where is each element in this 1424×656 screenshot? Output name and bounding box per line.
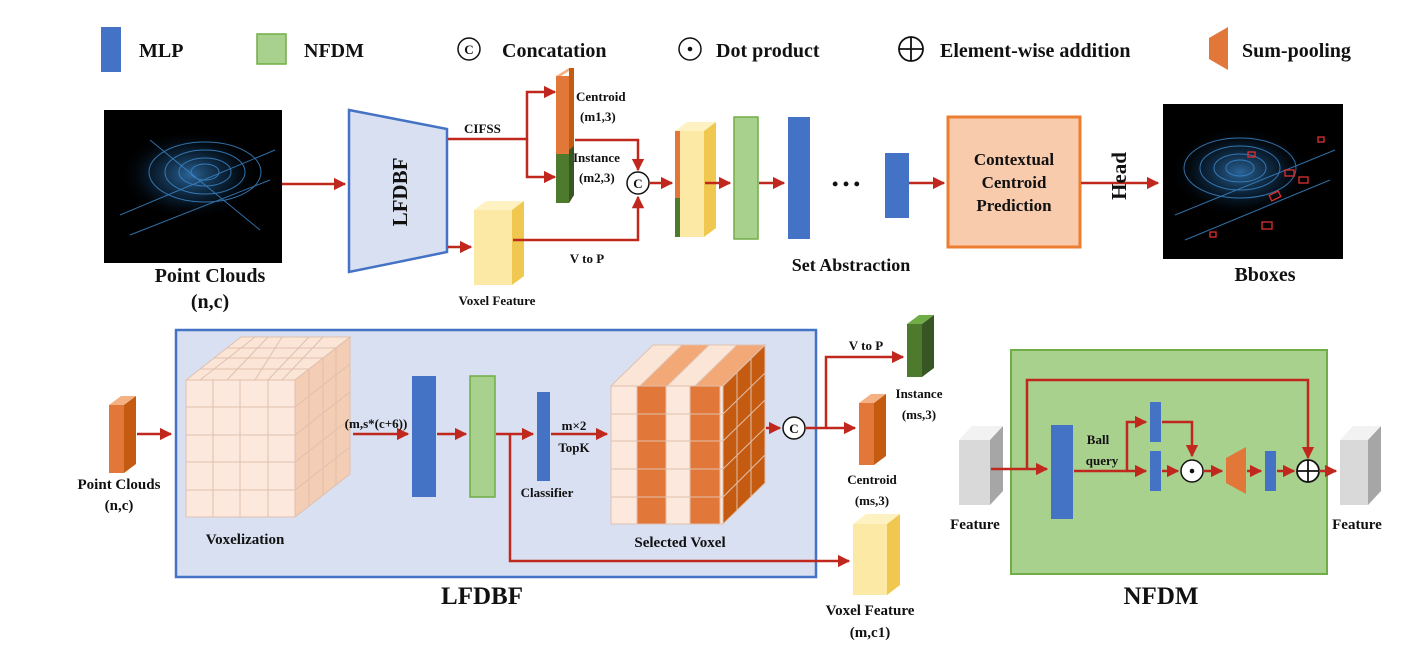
- nfdm-input-feature: [959, 426, 1003, 505]
- lfdbf-v-to-p-label: V to P: [849, 338, 883, 353]
- lfdbf-block: [347, 108, 449, 274]
- voxelization-label: Voxelization: [206, 532, 285, 548]
- nfdm-detail: NFDM Feature Ball query: [950, 349, 1382, 610]
- legend-sum-label: Sum-pooling: [1242, 40, 1351, 62]
- nfdm-output-feature: [1340, 426, 1381, 505]
- ball-query-line-2: query: [1086, 453, 1119, 468]
- legend-mlp-swatch: [101, 27, 121, 72]
- top-instance-label: Instance: [573, 150, 620, 165]
- point-cloud-image: [104, 110, 282, 263]
- top-voxel-feature-label: Voxel Feature: [459, 293, 536, 308]
- set-abstraction-label: Set Abstraction: [792, 255, 911, 275]
- ccp-line-1: Contextual: [974, 150, 1055, 169]
- top-centroid-label: Centroid: [576, 89, 626, 104]
- cifss-label: CIFSS: [464, 121, 501, 136]
- classifier-label: Classifier: [521, 485, 574, 500]
- legend-nfdm-swatch: [256, 33, 287, 65]
- lfdbf-instance-bar: [907, 315, 934, 377]
- top-centroid-dims: (m1,3): [580, 109, 616, 124]
- nfdm-mlp-4: [1265, 451, 1276, 491]
- ccp-line-3: Prediction: [976, 196, 1052, 215]
- classifier-mlp: [537, 392, 550, 481]
- legend-dot-label: Dot product: [716, 40, 820, 62]
- top-concat-letter: C: [633, 176, 642, 191]
- ball-query-line-1: Ball: [1087, 432, 1110, 447]
- set-abstraction-ellipsis: • • •: [832, 174, 860, 194]
- lfdbf-point-clouds-dims: (n,c): [105, 498, 134, 514]
- lfdbf-centroid-label: Centroid: [847, 472, 897, 487]
- lfdbf-point-clouds-label: Point Clouds: [78, 477, 161, 493]
- lfdbf-concat-letter: C: [789, 421, 798, 436]
- nfdm-mlp-3: [1150, 451, 1161, 491]
- lfdbf-detail: LFDBF Point Clouds (n,c) Voxelization (m…: [78, 315, 943, 641]
- lfdbf-nfdm: [469, 375, 496, 498]
- selected-voxel-label: Selected Voxel: [634, 535, 725, 551]
- lfdbf-mlp: [412, 376, 436, 497]
- top-instance-dims: (m2,3): [579, 170, 615, 185]
- legend: MLP NFDM C Concatation Dot product Eleme…: [101, 27, 1351, 72]
- lfdbf-title: LFDBF: [441, 583, 523, 610]
- top-voxel-feature: [474, 201, 524, 285]
- lfdbf-voxel-feature-label: Voxel Feature: [826, 603, 915, 619]
- set-abstraction-mlp-1: [788, 117, 810, 239]
- lfdbf-instance-label: Instance: [896, 386, 943, 401]
- voxelization-cube: [184, 335, 352, 519]
- centroid-instance-bar: [556, 68, 574, 203]
- ccp-line-2: Centroid: [982, 173, 1047, 192]
- nfdm-title: NFDM: [1124, 583, 1199, 610]
- concat-icon-letter: C: [464, 42, 473, 57]
- lfdbf-block-label: LFDBF: [388, 158, 412, 227]
- nfdm-feature-in-label: Feature: [950, 517, 1000, 533]
- lfdbf-centroid-bar: [859, 394, 886, 465]
- lfdbf-voxel-feature-dims: (m,c1): [850, 625, 890, 641]
- head-label: Head: [1107, 152, 1131, 200]
- set-abstraction-mlp-2: [885, 153, 909, 218]
- lfdbf-dims-label: (m,s*(c+6)): [345, 416, 408, 431]
- nfdm-feature-out-label: Feature: [1332, 517, 1382, 533]
- top-pipeline: Point Clouds (n,c) LFDBF CIFSS Centroid …: [104, 68, 1343, 313]
- legend-nfdm-label: NFDM: [304, 40, 364, 62]
- topk-label: TopK: [558, 440, 590, 455]
- nfdm-sum-pooling-icon: [1226, 447, 1246, 494]
- top-point-clouds-label: Point Clouds: [155, 265, 266, 287]
- legend-add-label: Element-wise addition: [940, 40, 1131, 62]
- legend-mlp-label: MLP: [139, 40, 183, 62]
- contextual-centroid-prediction-block: [946, 115, 1082, 249]
- nfdm-mlp-1: [1051, 425, 1073, 519]
- lfdbf-instance-dims: (ms,3): [902, 407, 936, 422]
- m2-label: m×2: [562, 418, 587, 433]
- dot-product-icon-dot: [687, 46, 693, 52]
- top-v-to-p-label: V to P: [570, 251, 604, 266]
- lfdbf-centroid-dims: (ms,3): [855, 493, 889, 508]
- concat-icon: [457, 37, 481, 61]
- top-nfdm-block: [733, 116, 759, 240]
- bboxes-label: Bboxes: [1234, 264, 1295, 286]
- legend-concat-label: Concatation: [502, 40, 606, 62]
- concatenated-feature: [675, 122, 716, 237]
- nfdm-mlp-2: [1150, 402, 1161, 442]
- bboxes-image: [1163, 104, 1343, 259]
- lfdbf-input-point-clouds: [109, 396, 136, 473]
- sum-pooling-icon: [1209, 27, 1228, 70]
- selected-voxel-cube: [609, 343, 767, 526]
- top-point-clouds-dims: (n,c): [191, 291, 229, 313]
- lfdbf-voxel-feature: [853, 514, 900, 595]
